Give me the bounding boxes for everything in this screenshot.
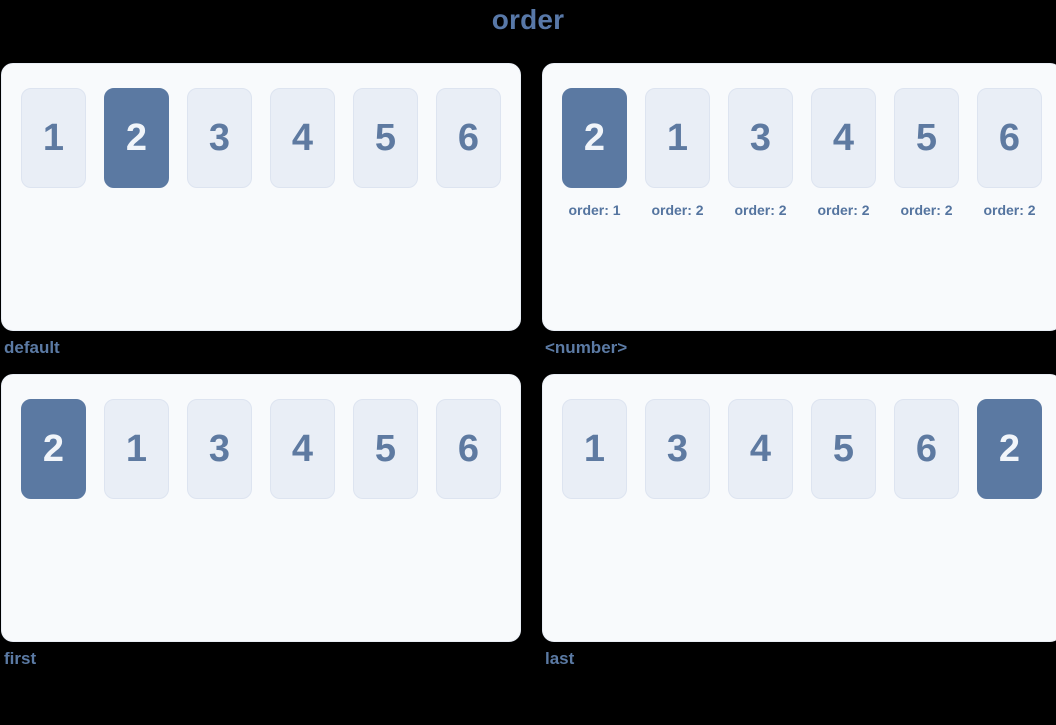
flex-item: 5 xyxy=(894,88,959,188)
flex-item: 6 xyxy=(436,88,501,188)
flex-cell: 5 order: 2 xyxy=(894,88,959,217)
flex-cell: 2 order: 1 xyxy=(562,88,627,217)
examples-grid: 1 2 3 4 5 6 default 2 order: 1 1 order: … xyxy=(0,63,1056,668)
flex-item: 2 xyxy=(977,399,1042,499)
example-last: 1 3 4 5 6 2 last xyxy=(542,374,1056,668)
flex-row: 1 3 4 5 6 2 xyxy=(562,399,1042,499)
panel-label-number: <number> xyxy=(545,338,628,357)
flex-item: 6 xyxy=(977,88,1042,188)
flex-cell: 1 order: 2 xyxy=(645,88,710,217)
flex-item: 1 xyxy=(645,88,710,188)
order-caption: order: 2 xyxy=(900,202,953,218)
example-number: 2 order: 1 1 order: 2 3 order: 2 4 order… xyxy=(542,63,1056,357)
flex-item: 1 xyxy=(562,399,627,499)
panel-label-last: last xyxy=(545,649,575,668)
flex-item: 6 xyxy=(894,399,959,499)
panel-label-default: default xyxy=(4,338,60,357)
page-title: order xyxy=(491,4,565,35)
flex-item: 4 xyxy=(270,88,335,188)
flex-row: 1 2 3 4 5 6 xyxy=(21,88,501,188)
panel-first: 2 1 3 4 5 6 xyxy=(1,374,521,642)
flex-cell: 4 order: 2 xyxy=(811,88,876,217)
flex-item: 1 xyxy=(104,399,169,499)
flex-item: 3 xyxy=(187,88,252,188)
flex-item: 3 xyxy=(645,399,710,499)
flex-row: 2 1 3 4 5 6 xyxy=(21,399,501,499)
flex-item: 5 xyxy=(811,399,876,499)
panel-number: 2 order: 1 1 order: 2 3 order: 2 4 order… xyxy=(542,63,1056,331)
panel-last: 1 3 4 5 6 2 xyxy=(542,374,1056,642)
flex-item: 4 xyxy=(728,399,793,499)
order-caption: order: 2 xyxy=(734,202,787,218)
order-caption: order: 1 xyxy=(568,202,621,218)
example-first: 2 1 3 4 5 6 first xyxy=(1,374,521,668)
flex-item: 2 xyxy=(104,88,169,188)
flex-item: 3 xyxy=(187,399,252,499)
order-caption: order: 2 xyxy=(651,202,704,218)
flex-item: 6 xyxy=(436,399,501,499)
flex-item: 5 xyxy=(353,88,418,188)
flex-item: 1 xyxy=(21,88,86,188)
order-caption: order: 2 xyxy=(817,202,870,218)
panel-label-first: first xyxy=(4,649,37,668)
panel-default: 1 2 3 4 5 6 xyxy=(1,63,521,331)
example-default: 1 2 3 4 5 6 default xyxy=(1,63,521,357)
order-caption: order: 2 xyxy=(983,202,1036,218)
flex-cell: 3 order: 2 xyxy=(728,88,793,217)
flex-item: 5 xyxy=(353,399,418,499)
flex-item: 2 xyxy=(562,88,627,188)
flex-row: 2 order: 1 1 order: 2 3 order: 2 4 order… xyxy=(562,88,1042,217)
flex-item: 2 xyxy=(21,399,86,499)
flex-cell: 6 order: 2 xyxy=(977,88,1042,217)
flex-item: 4 xyxy=(270,399,335,499)
flex-item: 3 xyxy=(728,88,793,188)
flex-item: 4 xyxy=(811,88,876,188)
